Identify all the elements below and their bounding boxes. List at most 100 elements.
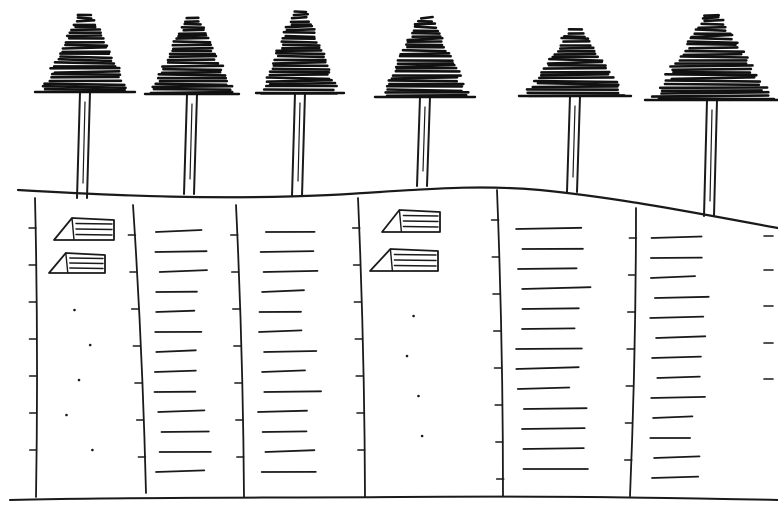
dash-mark: [261, 251, 314, 252]
column-marks: [49, 210, 709, 478]
foliage-stroke: [702, 24, 724, 25]
tent-icon: [382, 210, 440, 232]
column: [258, 232, 321, 472]
column-divider: [625, 208, 637, 496]
dash-mark: [524, 408, 587, 409]
column-divider: [231, 205, 244, 497]
foliage-stroke: [652, 96, 768, 97]
tree-foliage: [145, 18, 239, 94]
foliage-stroke: [283, 45, 319, 46]
foliage-stroke: [662, 92, 769, 93]
foliage-stroke: [686, 51, 744, 52]
foliage-stroke: [670, 65, 752, 66]
column: [650, 237, 709, 479]
tree-trunk-texture: [83, 102, 85, 183]
foliage-stroke: [392, 77, 457, 78]
foliage-stroke: [421, 17, 432, 18]
dash-mark: [653, 416, 692, 418]
dash-mark: [652, 357, 701, 358]
dash-mark: [651, 397, 705, 398]
dash-group: [650, 237, 709, 479]
dash-mark: [155, 371, 196, 372]
dash-mark: [516, 367, 578, 369]
column: [370, 210, 440, 437]
dash-mark: [516, 349, 582, 350]
dot-mark: [417, 395, 420, 398]
tree: [145, 18, 239, 194]
foliage-stroke: [548, 62, 602, 64]
foliage-stroke: [681, 57, 748, 58]
column-divider: [353, 198, 365, 497]
dot-mark: [78, 379, 81, 382]
dash-mark: [263, 431, 307, 432]
foliage-stroke: [61, 57, 112, 58]
tree-trunk-texture: [190, 104, 192, 179]
bottom-line: [10, 497, 778, 500]
foliage-stroke: [273, 62, 325, 63]
tree: [645, 15, 778, 216]
foliage-stroke: [286, 36, 315, 37]
dot-mark: [406, 355, 409, 358]
tent-stripe: [394, 255, 436, 256]
dash-mark: [155, 251, 206, 252]
foliage-stroke: [162, 66, 223, 67]
tent-stripe: [403, 216, 438, 217]
foliage-stroke: [284, 32, 314, 33]
dash-mark: [264, 351, 316, 352]
foliage-stroke: [534, 81, 617, 82]
dash-mark: [259, 330, 302, 332]
foliage-stroke: [55, 71, 119, 72]
tent-stripe: [70, 263, 103, 264]
foliage-stroke: [705, 20, 724, 21]
tree-trunk-texture: [423, 107, 425, 171]
foliage-stroke: [415, 27, 436, 28]
foliage-stroke: [276, 53, 324, 54]
foliage-stroke: [153, 86, 232, 87]
foliage-stroke: [665, 84, 759, 85]
tree-trunk-texture: [710, 110, 712, 201]
divider-line: [630, 208, 636, 496]
dash-group: [516, 228, 590, 469]
dash-mark: [518, 388, 570, 390]
dash-mark: [651, 276, 695, 278]
foliage-stroke: [273, 69, 329, 70]
tent-icon: [370, 249, 438, 271]
dash-mark: [654, 456, 699, 458]
tree-foliage: [256, 12, 344, 94]
tree-row: [35, 12, 778, 217]
tree-foliage: [375, 17, 475, 97]
foliage-stroke: [412, 33, 439, 34]
divider-line: [236, 205, 244, 497]
foliage-stroke: [184, 30, 204, 31]
foliage-stroke: [691, 38, 732, 39]
foliage-stroke: [408, 38, 443, 40]
divider-line: [133, 205, 146, 493]
foliage-stroke: [267, 80, 332, 82]
dash-mark: [657, 377, 700, 378]
tent-stripe: [76, 224, 112, 225]
foliage-stroke: [549, 59, 602, 61]
foliage-stroke: [59, 59, 111, 61]
foliage-stroke: [159, 74, 225, 75]
dash-mark: [264, 391, 321, 392]
dash-mark: [258, 411, 307, 412]
foliage-stroke: [78, 18, 91, 19]
column-divider: [492, 190, 504, 496]
dot-mark: [65, 414, 68, 417]
foliage-stroke: [415, 24, 435, 25]
dash-mark: [162, 432, 209, 433]
foliage-stroke: [555, 54, 595, 55]
dot-mark: [73, 309, 76, 312]
dash-mark: [652, 237, 702, 239]
dash-mark: [158, 410, 204, 412]
foliage-stroke: [52, 74, 120, 75]
tent-icon: [54, 218, 114, 240]
foliage-stroke: [688, 42, 737, 43]
dash-mark: [656, 336, 705, 338]
foliage-stroke: [55, 62, 114, 63]
foliage-stroke: [673, 69, 751, 70]
foliage-stroke: [564, 36, 584, 37]
tree: [375, 17, 475, 186]
divider-line: [35, 198, 37, 497]
